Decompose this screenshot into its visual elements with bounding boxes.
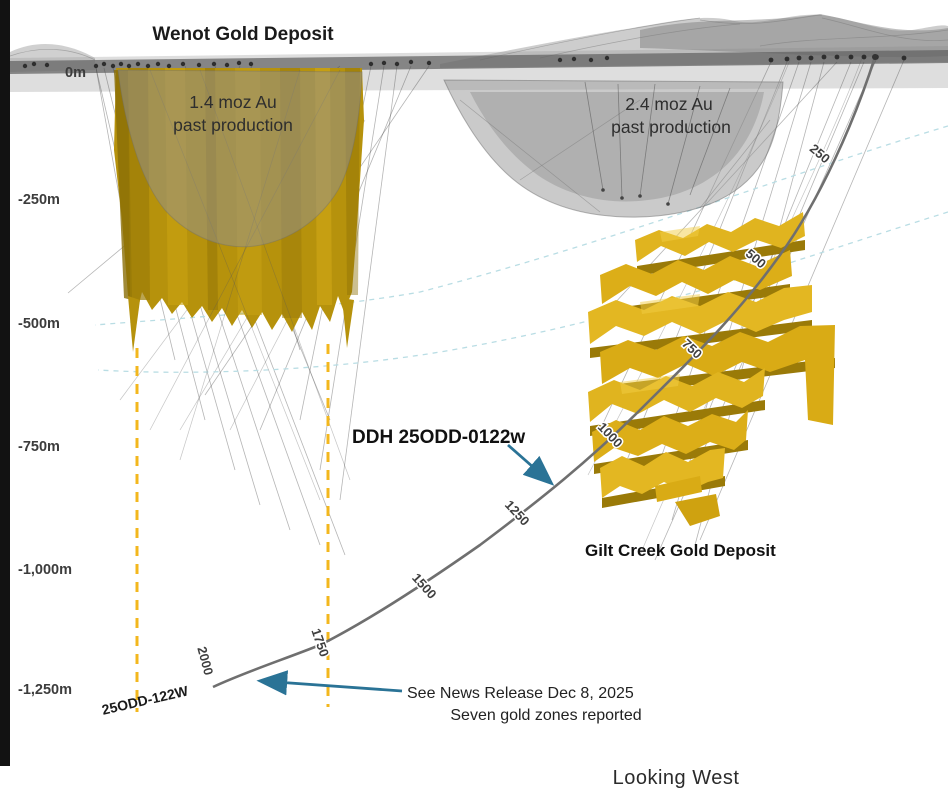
news-release-line2: Seven gold zones reported <box>450 707 641 724</box>
trace-depth-marker: 1750 <box>308 626 332 658</box>
gilt-creek-deposit-title: Gilt Creek Gold Deposit <box>585 541 776 560</box>
depth-projection-lines <box>94 125 948 373</box>
drillhole-trace <box>212 54 878 689</box>
depth-label: -1,000m <box>18 562 72 578</box>
east-pit-shell <box>443 79 784 218</box>
news-release-line1: See News Release Dec 8, 2025 <box>407 685 634 702</box>
depth-label: -500m <box>18 316 60 332</box>
depth-label: 0m <box>65 65 86 81</box>
frame-left-bar <box>0 0 10 766</box>
depth-label: -1,250m <box>18 682 72 698</box>
trace-depth-marker: 2000 <box>194 645 216 677</box>
wenot-deposit-title: Wenot Gold Deposit <box>152 24 334 45</box>
wenot-pit-shell <box>117 69 363 248</box>
ddh-label: DDH 25ODD-0122w <box>352 427 525 448</box>
depth-label: -750m <box>18 439 60 455</box>
wenot-extension-dashed-lines <box>135 344 330 712</box>
ddh-annotation-arrow <box>507 443 555 486</box>
news-annotation-arrow <box>256 670 403 696</box>
gilt-creek-deposit-shape <box>588 212 835 526</box>
wenot-production-line1: 1.4 moz Au <box>189 92 277 112</box>
drillhole-name-label: 25ODD-122W <box>100 682 190 718</box>
east-pit-production-line1: 2.4 moz Au <box>625 94 713 114</box>
east-pit-production-line2: past production <box>611 117 731 137</box>
depth-scale: 0m -250m -500m -750m -1,000m -1,250m <box>18 65 86 698</box>
wenot-production-line2: past production <box>173 115 293 135</box>
view-orientation-label: Looking West <box>613 767 740 789</box>
depth-label: -250m <box>18 192 60 208</box>
